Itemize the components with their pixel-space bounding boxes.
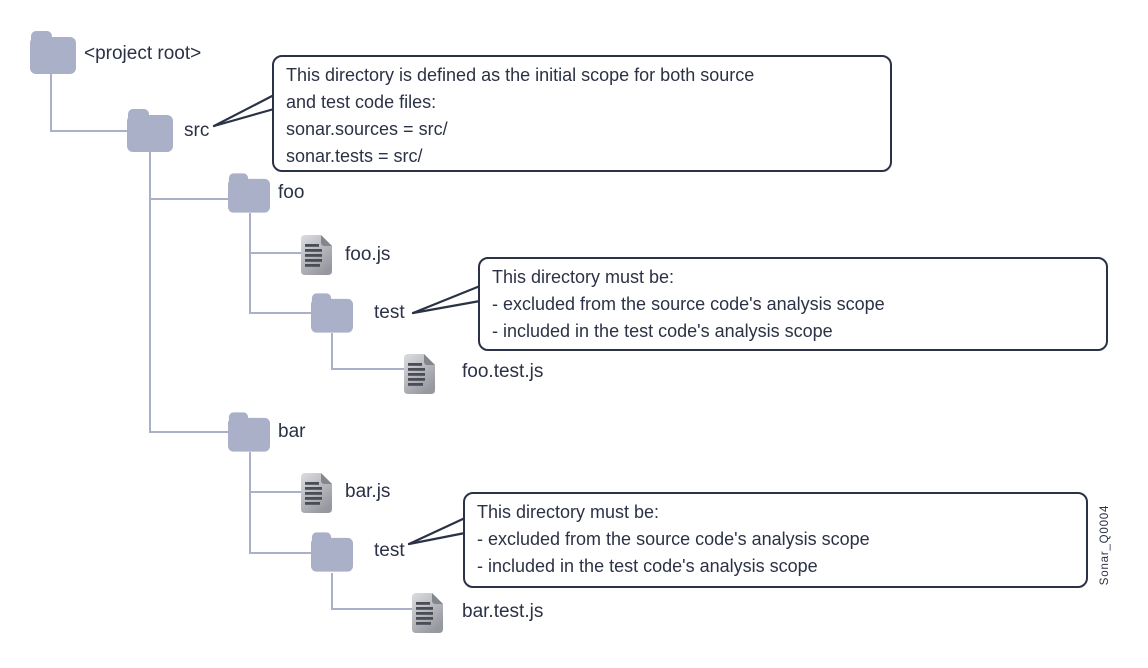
tree-node-label-foo-js: foo.js [345, 244, 391, 265]
file-icon [300, 472, 333, 514]
folder-icon [127, 109, 173, 152]
tree-node-label-foo-test: test [374, 302, 405, 323]
folder-icon [228, 412, 270, 452]
tree-node-label-bar-test-js: bar.test.js [462, 601, 544, 622]
tree-line [249, 452, 251, 554]
callout-tail-foo-test [411, 284, 482, 315]
tree-line [331, 368, 405, 370]
callout-tail-bar-test [407, 516, 467, 546]
callout-foo-test-scope: This directory must be: - excluded from … [478, 257, 1108, 351]
tree-line [50, 73, 52, 132]
callout-text-line: This directory must be: [492, 267, 675, 287]
folder-icon [311, 532, 353, 572]
file-icon [403, 353, 436, 395]
tree-line [331, 573, 333, 610]
tree-line [149, 431, 230, 433]
callout-text-line: - included in the test code's analysis s… [477, 556, 818, 576]
diagram-id-watermark: Sonar_Q0004 [1099, 504, 1111, 586]
callout-text-line: - excluded from the source code's analys… [492, 294, 885, 314]
callout-text-line: sonar.tests = src/ [286, 146, 423, 166]
tree-node-label-bar: bar [278, 421, 306, 442]
tree-line [249, 252, 302, 254]
tree-line [149, 152, 151, 433]
tree-line [331, 333, 333, 370]
tree-line [249, 552, 312, 554]
tree-line [249, 312, 313, 314]
tree-line [249, 213, 251, 314]
tree-node-label-foo-test-js: foo.test.js [462, 361, 544, 382]
tree-line [50, 130, 128, 132]
tree-node-label-bar-test: test [374, 540, 405, 561]
callout-text-line: - included in the test code's analysis s… [492, 321, 833, 341]
tree-line [249, 491, 302, 493]
folder-icon [311, 293, 353, 333]
file-icon [300, 234, 333, 276]
callout-bar-test-scope: This directory must be: - excluded from … [463, 492, 1088, 588]
tree-line [331, 608, 413, 610]
callout-text-line: This directory must be: [477, 502, 660, 522]
callout-text-line: sonar.sources = src/ [286, 119, 448, 139]
callout-text-line: - excluded from the source code's analys… [477, 529, 870, 549]
tree-node-label-foo: foo [278, 182, 305, 203]
tree-node-label-bar-js: bar.js [345, 481, 391, 502]
callout-text-line: This directory is defined as the initial… [286, 65, 755, 85]
callout-src-scope: This directory is defined as the initial… [272, 55, 892, 172]
tree-line [149, 198, 230, 200]
folder-icon [30, 31, 76, 74]
tree-node-label-project-root: <project root> [84, 43, 202, 64]
file-icon [411, 592, 444, 634]
callout-tail-src [212, 93, 276, 128]
tree-node-label-src: src [184, 120, 210, 141]
callout-text-line: and test code files: [286, 92, 437, 112]
folder-icon [228, 173, 270, 213]
